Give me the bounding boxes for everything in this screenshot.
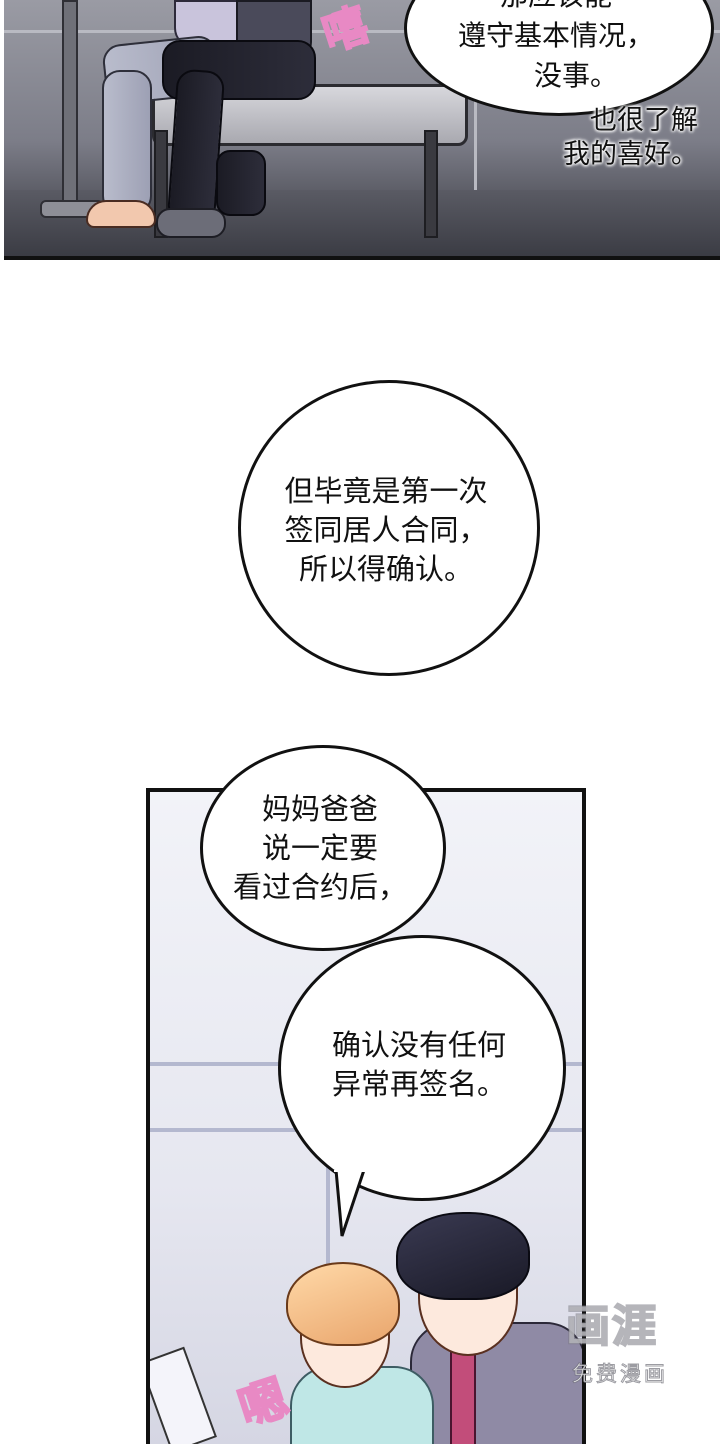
bubble-text: 但毕竟是第一次 签同居人合同， 所以得确认。 <box>284 474 488 586</box>
wall-line <box>4 30 720 33</box>
watermark-logo: 画涯 <box>565 1300 658 1353</box>
grey-shin <box>102 70 152 214</box>
bubble-tail <box>334 1170 368 1237</box>
bubble-line: 遵守基本情况， <box>457 19 654 52</box>
sfx-text: 嗯 <box>231 1369 296 1439</box>
bubble-line: 那应该能 <box>404 0 708 16</box>
speech-bubble <box>238 380 540 676</box>
sfx-text: 嘻 <box>316 0 376 62</box>
bubble-text: 那应该能 遵守基本情况， 没事。 <box>404 0 708 96</box>
speech-bubble <box>278 935 566 1201</box>
bubble-text: 确认没有任何 异常再签名。 <box>331 1028 506 1101</box>
aside-text: 也很了解 我的喜好。 <box>518 104 698 172</box>
bench-leg <box>424 130 438 238</box>
bubble-text: 妈妈爸爸 说一定要 看过合约后， <box>232 792 407 904</box>
shoe <box>156 208 226 238</box>
table-leg <box>62 0 78 214</box>
man-hair <box>396 1212 530 1300</box>
aside-line: 我的喜好。 <box>563 139 698 170</box>
bubble-line: 没事。 <box>533 59 618 92</box>
watermark-subtitle: 免费漫画 <box>572 1362 668 1387</box>
contract-paper <box>150 1346 217 1444</box>
aside-line: 也很了解 <box>590 105 698 136</box>
speech-bubble <box>200 745 446 951</box>
boy-hair <box>286 1262 400 1346</box>
dark-shoe <box>216 150 266 216</box>
top-comic-panel: 嘻 那应该能 遵守基本情况， 没事。 也很了解 我的喜好。 <box>4 0 720 260</box>
bare-foot <box>86 200 156 228</box>
